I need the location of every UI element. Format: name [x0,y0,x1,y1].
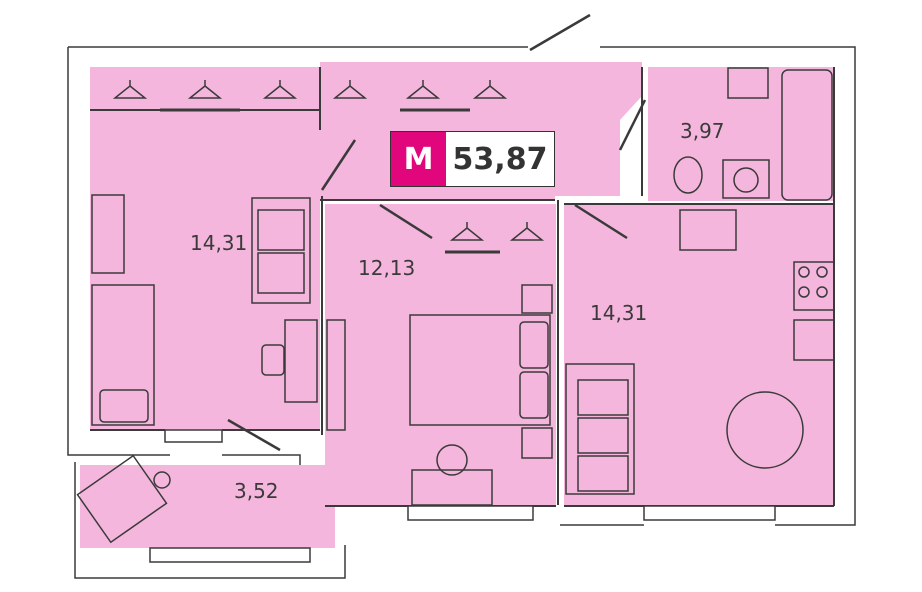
window-kitchen [643,505,776,521]
sofa-left [251,197,311,304]
room-bathroom-area: 3,97 [680,119,725,143]
tv-bedroom [326,319,346,431]
room-balcony-area: 3,52 [234,479,279,503]
shelf-left [91,194,125,274]
fridge [793,319,835,361]
room-left-area: 14,31 [190,231,247,255]
windows [149,429,776,563]
window-left [164,429,223,443]
chair-left [261,344,285,376]
doors [227,13,647,452]
nightstand-bottom [521,427,553,459]
dining-table [726,391,804,469]
washbasin [727,67,769,99]
bed-left [91,284,155,426]
sofa-kitchen [565,363,635,495]
hanger-icons [112,80,545,254]
window-bedroom [407,505,534,521]
room-bathroom-floor [648,67,834,201]
balcony-lower [80,465,335,548]
nightstand-top [521,284,553,314]
toilet [673,156,703,194]
bathtub [781,69,833,201]
room-bedroom-area: 12,13 [358,256,415,280]
total-area: 53,87 [452,141,548,177]
room-left-floor [90,110,555,430]
area-labels: 14,31 12,13 14,31 3,97 3,52 [190,119,725,503]
room-kitchen-area: 14,31 [590,301,647,325]
vanity-bedroom [411,469,493,506]
bed-bedroom [409,314,551,426]
desk-left [284,319,318,403]
floor-areas [80,62,834,548]
room-bedroom-floor [325,204,556,506]
armchair-balcony [76,454,168,544]
stove [793,261,835,311]
apartment-badge: M 53,87 [390,131,555,187]
sink-kitchen [679,209,737,251]
washing-machine [722,159,770,199]
apartment-type: M [391,132,446,186]
furniture [76,67,835,544]
window-balcony [149,547,311,563]
